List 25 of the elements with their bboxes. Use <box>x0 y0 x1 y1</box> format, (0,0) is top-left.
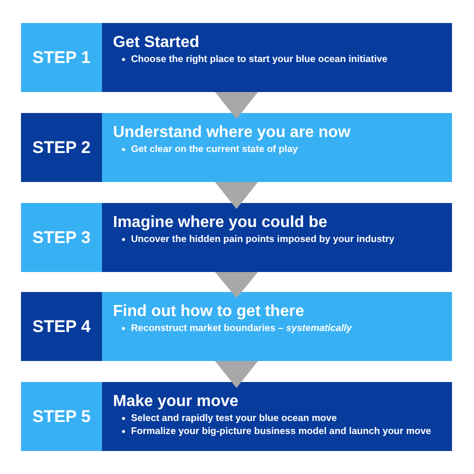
arrow <box>215 182 258 209</box>
bullet-text: Reconstruct market boundaries – systematically <box>131 322 352 335</box>
step-title: Find out how to get there <box>113 302 304 322</box>
step-band <box>21 23 452 92</box>
step-band <box>21 292 452 361</box>
step-band <box>21 113 452 182</box>
step-band <box>21 203 452 272</box>
bullet-text: Formalize your big-picture business model and launch your move <box>131 425 432 438</box>
arrow <box>215 361 258 388</box>
bullet-text: Uncover the hidden pain points imposed by your industry <box>131 233 394 246</box>
step-title: Make your move <box>113 392 238 412</box>
arrow <box>215 272 258 298</box>
step-title: Get Started <box>113 33 200 53</box>
step-label: STEP 4 <box>32 316 91 336</box>
step-label: STEP 3 <box>32 228 91 248</box>
step-band <box>21 382 452 451</box>
step-label: STEP 5 <box>32 406 91 426</box>
step-label: STEP 1 <box>32 48 91 68</box>
step-title: Imagine where you could be <box>113 213 328 233</box>
bullet-text: Get clear on the current state of play <box>131 143 298 156</box>
step-label: STEP 2 <box>32 138 91 158</box>
step-title: Understand where you are now <box>113 123 350 143</box>
bullet-text: Choose the right place to start your blue ocean initiative <box>131 53 388 66</box>
arrow <box>215 92 258 119</box>
bullet-text: Select and rapidly test your blue ocean move <box>131 412 337 425</box>
